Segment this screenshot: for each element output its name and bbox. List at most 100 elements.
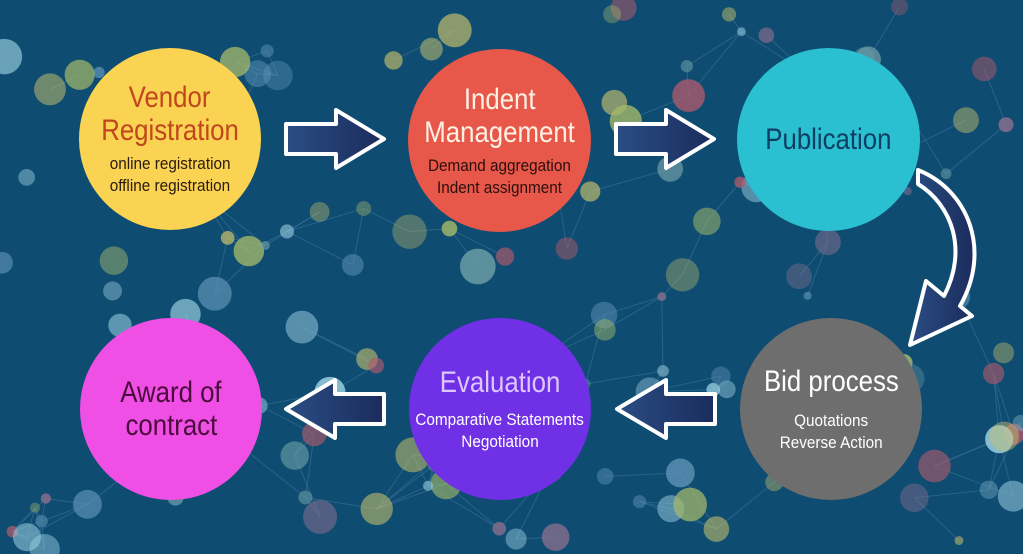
network-bubble (441, 220, 458, 237)
network-bubble (220, 231, 235, 245)
network-line (604, 296, 663, 331)
network-line (585, 370, 664, 385)
network-bubble (610, 0, 637, 21)
network-bubble (954, 536, 964, 546)
network-bubble (603, 5, 622, 24)
network-bubble (953, 107, 979, 134)
network-bubble (495, 247, 515, 266)
network-line (983, 68, 1007, 125)
network-bubble (260, 241, 270, 250)
network-line (957, 296, 995, 374)
network-bubble (665, 258, 700, 292)
step-award-of-contract: Award of contract (80, 318, 262, 500)
network-bubble (693, 207, 721, 236)
network-bubble (301, 421, 327, 447)
network-line (661, 274, 683, 297)
network-bubble (737, 27, 746, 37)
network-line (914, 489, 989, 499)
network-bubble (580, 181, 601, 202)
network-bubble (492, 521, 507, 536)
network-bubble (29, 502, 41, 513)
network-line (590, 168, 671, 192)
step-item: Indent assignment (436, 177, 563, 197)
network-bubble (197, 276, 232, 311)
step-item: offline registration (109, 176, 231, 195)
network-line (584, 314, 605, 385)
network-bubble (997, 480, 1023, 512)
network-bubble (260, 44, 274, 58)
network-bubble (979, 480, 999, 500)
network-bubble (0, 38, 23, 75)
network-line (603, 296, 662, 316)
network-bubble (341, 254, 364, 276)
network-line (34, 507, 46, 550)
network-bubble (360, 492, 393, 526)
step-evaluation: Evaluation Comparative Statements Negoti… (409, 318, 591, 500)
network-line (286, 231, 354, 266)
step-item: Negotiation (461, 431, 539, 451)
network-bubble (285, 310, 319, 344)
network-bubble (64, 59, 95, 90)
network-bubble (596, 468, 614, 485)
network-line (913, 497, 960, 541)
network-line (286, 208, 364, 232)
network-bubble (594, 318, 616, 341)
network-bubble (734, 176, 746, 188)
network-bubble (803, 291, 812, 300)
network-bubble (786, 263, 812, 290)
network-bubble (657, 365, 669, 377)
step-title-line: contract (125, 409, 217, 442)
network-bubble (18, 168, 36, 186)
network-bubble (665, 458, 695, 488)
step-title-line: Bid process (763, 364, 899, 398)
network-bubble (590, 301, 618, 329)
network-bubble (392, 214, 427, 249)
network-bubble (505, 528, 527, 550)
step-item: Comparative Statements (415, 409, 585, 429)
step-item: Reverse Action (779, 432, 883, 452)
network-bubble (244, 60, 271, 87)
network-bubble (73, 489, 102, 519)
network-bubble (459, 248, 496, 285)
step-item: Quotations (793, 410, 868, 430)
step-vendor-registration: Vendor Registration online registration … (79, 48, 261, 230)
network-line (363, 208, 410, 233)
network-bubble (0, 251, 13, 274)
step-title-line: Indent (463, 82, 536, 116)
network-bubble (609, 104, 642, 138)
step-title-line: Vendor (129, 81, 211, 114)
network-bubble (93, 66, 105, 79)
network-bubble (891, 0, 909, 16)
network-line (661, 296, 664, 372)
network-bubble (233, 235, 265, 267)
step-title-line: Award of (120, 376, 222, 409)
network-bubble (900, 483, 929, 513)
network-bubble (1012, 414, 1023, 432)
network-bubble (280, 441, 309, 470)
network-line (449, 228, 506, 257)
network-bubble (982, 362, 1005, 385)
network-bubble (758, 27, 775, 44)
network-line (266, 50, 279, 76)
network-bubble (298, 490, 313, 505)
network-bubble (356, 201, 372, 216)
network-line (945, 124, 1007, 175)
network-bubble (423, 480, 434, 491)
step-title-line: Registration (101, 114, 239, 147)
network-bubble (971, 56, 997, 82)
network-bubble (34, 73, 66, 106)
network-bubble (703, 516, 730, 542)
step-item: Demand aggregation (428, 155, 571, 175)
network-bubble (993, 342, 1015, 364)
network-bubble (35, 514, 48, 528)
step-item: online registration (109, 154, 231, 173)
network-bubble (99, 246, 129, 275)
step-title-line: Management (424, 115, 575, 149)
network-bubble (657, 292, 667, 302)
network-bubble (632, 495, 647, 509)
network-bubble (657, 156, 684, 182)
network-line (257, 73, 278, 77)
network-bubble (263, 60, 293, 91)
network-bubble (711, 366, 731, 386)
step-indent-management: Indent Management Demand aggregation Ind… (408, 49, 591, 232)
